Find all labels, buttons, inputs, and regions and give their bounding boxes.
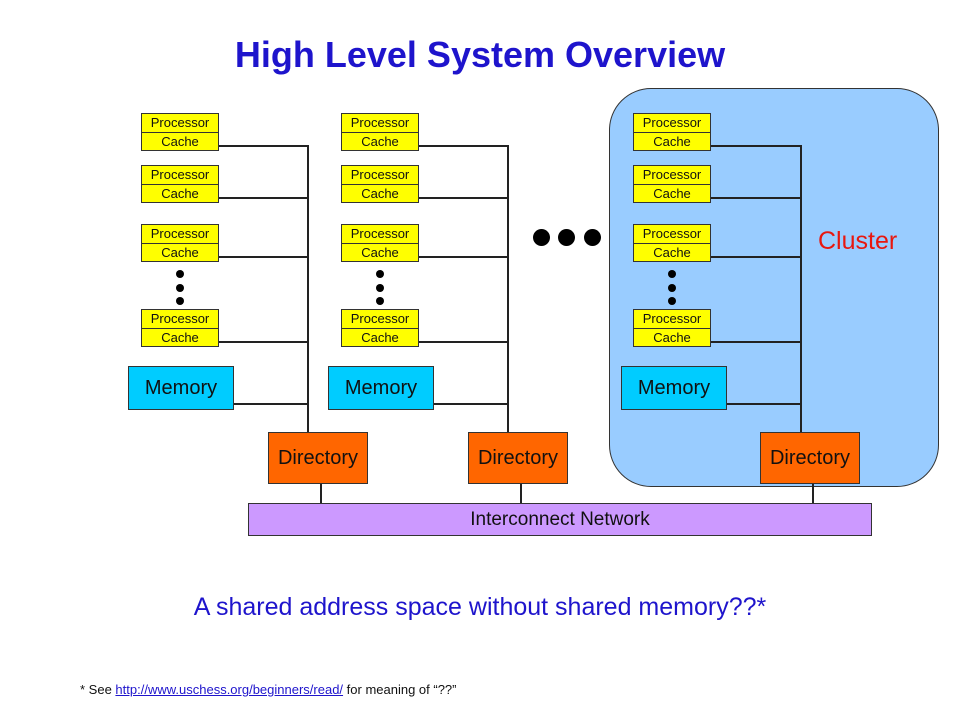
memory-connector <box>234 403 308 405</box>
processor-label: Processor <box>142 114 218 133</box>
memory-block: Memory <box>128 366 234 410</box>
ellipsis-dot <box>176 284 184 292</box>
connector-line <box>419 341 508 343</box>
memory-block: Memory <box>621 366 727 410</box>
connector-line <box>219 145 308 147</box>
processor-label: Processor <box>342 225 418 244</box>
page-title: High Level System Overview <box>234 34 726 75</box>
cache-label: Cache <box>361 330 399 345</box>
cache-label: Cache <box>161 245 199 260</box>
cache-label: Cache <box>653 330 691 345</box>
directory-block: Directory <box>468 432 568 484</box>
ellipsis-dot <box>376 284 384 292</box>
network-link <box>520 484 522 504</box>
ellipsis-dot <box>558 229 575 246</box>
footnote-prefix: * See <box>80 682 116 697</box>
cache-label: Cache <box>653 134 691 149</box>
footnote-suffix: for meaning of “??” <box>343 682 457 697</box>
ellipsis-dot <box>176 297 184 305</box>
cluster-label: Cluster <box>818 227 898 255</box>
connector-line <box>219 341 308 343</box>
footnote-link[interactable]: http://www.uschess.org/beginners/read/ <box>115 682 344 697</box>
cache-label: Cache <box>361 186 399 201</box>
connector-line <box>711 197 801 199</box>
processor-label: Processor <box>634 114 710 133</box>
processor-label: Processor <box>342 114 418 133</box>
network-link <box>812 484 814 504</box>
interconnect-network: Interconnect Network <box>248 503 872 536</box>
ellipsis-dot <box>376 297 384 305</box>
processor-label: Processor <box>634 225 710 244</box>
bus-line <box>307 145 309 433</box>
processor-label: Processor <box>142 225 218 244</box>
caption: A shared address space without shared me… <box>193 593 767 621</box>
ellipsis-dot <box>376 270 384 278</box>
directory-block: Directory <box>268 432 368 484</box>
connector-line <box>711 145 801 147</box>
connector-line <box>419 197 508 199</box>
footnote: * See http://www.uschess.org/beginners/r… <box>80 682 457 697</box>
processor-label: Processor <box>142 166 218 185</box>
cache-label: Cache <box>361 134 399 149</box>
connector-line <box>219 197 308 199</box>
bus-line <box>800 145 802 433</box>
processor-label: Processor <box>634 310 710 329</box>
processor-label: Processor <box>342 166 418 185</box>
connector-line <box>419 145 508 147</box>
ellipsis-dot <box>584 229 601 246</box>
ellipsis-dot <box>176 270 184 278</box>
memory-connector <box>727 403 801 405</box>
memory-block: Memory <box>328 366 434 410</box>
directory-block: Directory <box>760 432 860 484</box>
cluster-region <box>609 88 939 487</box>
connector-line <box>711 341 801 343</box>
cache-label: Cache <box>653 186 691 201</box>
processor-label: Processor <box>342 310 418 329</box>
connector-line <box>419 256 508 258</box>
cache-label: Cache <box>161 186 199 201</box>
connector-line <box>219 256 308 258</box>
connector-line <box>711 256 801 258</box>
memory-connector <box>434 403 508 405</box>
cache-label: Cache <box>161 134 199 149</box>
processor-label: Processor <box>142 310 218 329</box>
cache-label: Cache <box>361 245 399 260</box>
network-link <box>320 484 322 504</box>
ellipsis-dot <box>533 229 550 246</box>
cache-label: Cache <box>161 330 199 345</box>
ellipsis-dot <box>668 284 676 292</box>
bus-line <box>507 145 509 433</box>
ellipsis-dot <box>668 270 676 278</box>
ellipsis-dot <box>668 297 676 305</box>
cache-label: Cache <box>653 245 691 260</box>
processor-label: Processor <box>634 166 710 185</box>
